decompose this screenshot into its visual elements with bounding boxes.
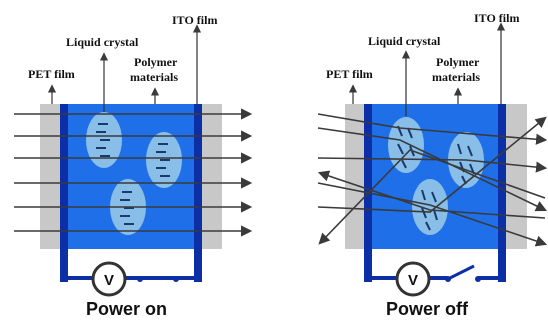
- panel-power-off: V: [317, 11, 548, 319]
- light-ray: [317, 127, 548, 212]
- light-rays: [14, 108, 253, 237]
- switch-contact-right: [475, 276, 481, 282]
- light-ray: [317, 157, 548, 173]
- switch-lever: [447, 264, 475, 281]
- lc-molecules: [96, 123, 170, 225]
- light-ray: [317, 116, 547, 213]
- power-off-caption: Power off: [386, 299, 469, 319]
- light-ray: [318, 149, 546, 245]
- voltmeter: [395, 261, 431, 297]
- power-on-caption: Power on: [86, 299, 167, 319]
- polymer-label-line1: Polymer: [436, 55, 480, 69]
- voltmeter-symbol: V: [408, 272, 418, 289]
- pet-film-label: PET film: [326, 67, 373, 81]
- ito-film-label: ITO film: [474, 11, 519, 25]
- liquid-crystal-label: Liquid crystal: [368, 34, 441, 48]
- ito-film-label: ITO film: [172, 13, 217, 27]
- switch-contact-left: [137, 276, 143, 282]
- pet-film-left: [40, 104, 62, 249]
- light-rays: [317, 113, 548, 247]
- polymer-label-line2: materials: [130, 70, 178, 84]
- light-ray: [317, 170, 546, 219]
- switch-contact-right: [173, 276, 179, 282]
- pet-film-left: [345, 104, 367, 249]
- ito-electrode-right: [194, 104, 202, 282]
- light-ray: [317, 113, 548, 145]
- switch-contact-left: [445, 276, 451, 282]
- voltmeter-symbol: V: [104, 272, 114, 289]
- droplet: [388, 117, 424, 173]
- liquid-crystal-label: Liquid crystal: [66, 35, 139, 49]
- pet-film-right: [200, 104, 222, 249]
- pet-film-right: [505, 104, 527, 249]
- polymer-label-line1: Polymer: [134, 55, 178, 69]
- polymer-label-line2: materials: [432, 70, 480, 84]
- droplets: [86, 112, 182, 235]
- light-ray: [317, 182, 548, 247]
- droplet: [412, 179, 448, 235]
- pet-film-label: PET film: [28, 67, 75, 81]
- voltmeter: [91, 261, 127, 297]
- ito-electrode-left: [60, 104, 68, 282]
- panel-power-on: V: [14, 13, 253, 319]
- ito-electrode-right: [498, 104, 506, 282]
